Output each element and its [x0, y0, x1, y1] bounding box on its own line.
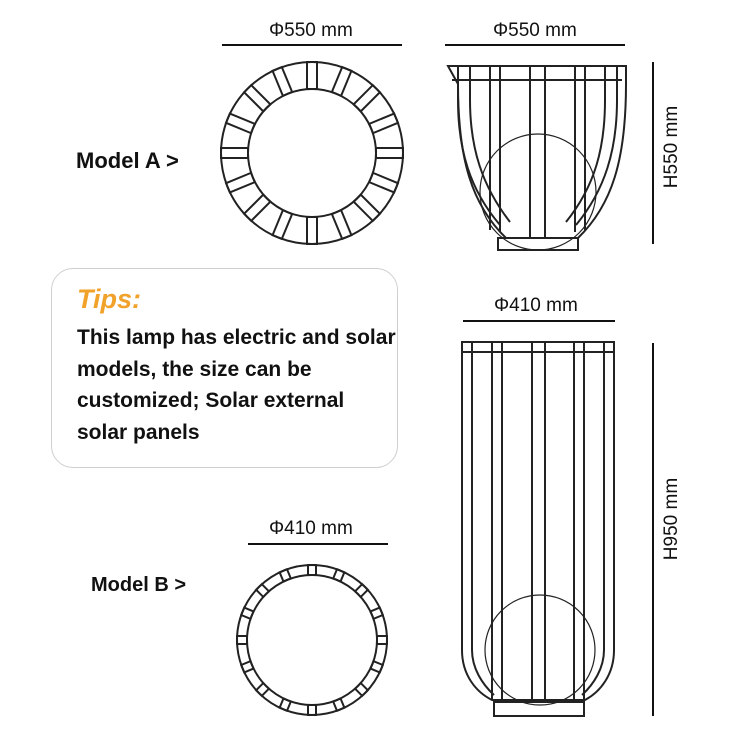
model-a-side-view	[446, 65, 627, 251]
model-b-slat	[278, 567, 293, 583]
model-a-slat	[220, 147, 249, 159]
model-a-slat	[330, 208, 353, 241]
model-b-top-diameter: Φ410 mm	[269, 518, 353, 539]
model-a-slat	[352, 193, 382, 223]
model-a-top-diameter: Φ550 mm	[269, 20, 353, 41]
model-b-slat	[353, 681, 370, 698]
model-b-slat	[254, 681, 271, 698]
model-a-top-view	[220, 61, 404, 245]
model-a-slat	[242, 193, 272, 223]
model-a-slat	[306, 61, 318, 90]
model-b-top-slats	[236, 564, 388, 716]
model-a-label: Model A >	[76, 148, 179, 173]
model-b-slat	[331, 697, 346, 713]
tips-box	[51, 268, 398, 468]
model-a-slat	[306, 216, 318, 245]
model-a-slat	[271, 208, 294, 241]
model-a-height: H550 mm	[661, 105, 682, 189]
model-a-slat	[330, 65, 353, 98]
model-b-height-dimension-line	[652, 343, 654, 716]
model-b-top-dimension-line	[248, 543, 388, 545]
model-a-slat	[352, 83, 382, 113]
model-b-side-dimension-line	[463, 320, 615, 322]
model-a-slat	[367, 112, 400, 135]
model-a-top-dimension-line	[222, 44, 402, 46]
model-b-slat	[239, 659, 255, 674]
model-a-slat	[242, 83, 272, 113]
model-b-top-view	[236, 564, 388, 716]
model-b-slat	[278, 697, 293, 713]
model-b-slat	[376, 635, 388, 645]
model-a-height-dimension-line	[652, 62, 654, 244]
model-a-slat	[367, 171, 400, 194]
model-b-slat	[353, 582, 370, 599]
tips-title: Tips:	[77, 284, 142, 314]
model-a-slat	[271, 65, 294, 98]
model-a-slat	[375, 147, 404, 159]
model-a-side-diameter: Φ550 mm	[493, 20, 577, 41]
model-b-slat	[307, 564, 317, 576]
tips-text: This lamp has electric and solar models,…	[77, 326, 396, 444]
model-a-side-dimension-line	[445, 44, 625, 46]
model-b-slat	[331, 567, 346, 583]
model-b-slat	[254, 582, 271, 599]
model-b-side-view	[461, 341, 615, 717]
model-b-slat	[236, 635, 248, 645]
model-a-slat	[224, 171, 257, 194]
model-b-side-diameter: Φ410 mm	[494, 295, 578, 316]
model-b-slat	[307, 704, 317, 716]
model-b-slat	[369, 606, 385, 621]
model-a-top-slats	[220, 61, 404, 245]
model-b-height: H950 mm	[661, 477, 682, 561]
model-a-slat	[224, 112, 257, 135]
model-b-slat	[369, 659, 385, 674]
model-b-label: Model B >	[91, 574, 187, 596]
model-b-slat	[239, 606, 255, 621]
